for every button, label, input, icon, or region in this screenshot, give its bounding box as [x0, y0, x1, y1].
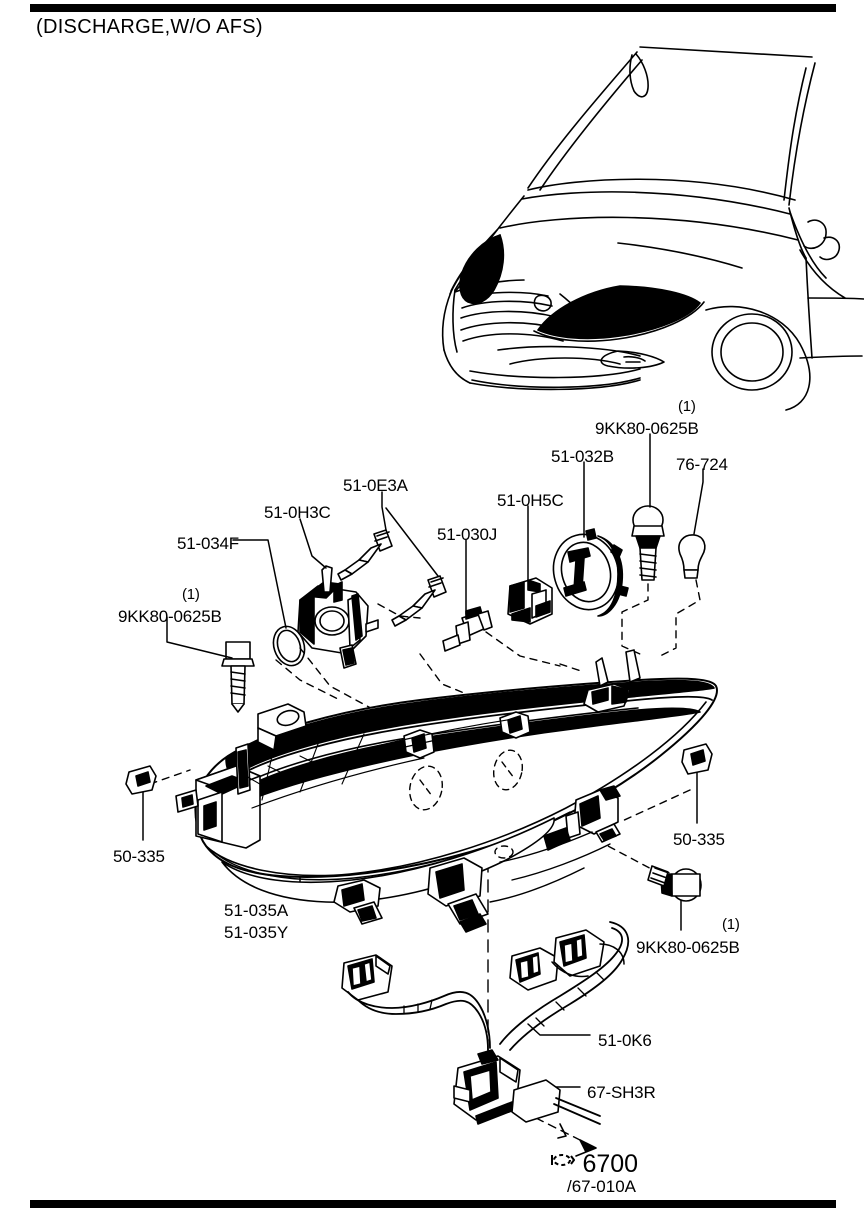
vehicle-outline-icon: [441, 46, 864, 411]
bolt-lower-right-icon: [647, 865, 702, 902]
page-title: (DISCHARGE,W/O AFS): [36, 16, 263, 38]
section-ref-glyph: [551, 1154, 576, 1166]
part-label-50-335-left: 50-335: [113, 847, 165, 866]
halogen-bulb-icon: [442, 606, 493, 652]
part-label-51-0K6: 51-0K6: [598, 1031, 652, 1050]
part-label-9KK80-0625B-top: 9KK80-0625B: [595, 419, 699, 438]
part-label-51-0H3C: 51-0H3C: [264, 503, 331, 522]
headlamp-assembly-icon: [175, 649, 718, 933]
bulb-socket-icon: [507, 577, 553, 625]
section-reference-subnumber: /67-010A: [567, 1177, 636, 1196]
bolt-upper-left-icon: [221, 641, 255, 713]
part-label-9KK80-0625B-left: 9KK80-0625B: [118, 607, 222, 626]
part-label-51-0H5C: 51-0H5C: [497, 491, 564, 510]
mounting-screw-upper-icon: [337, 529, 393, 581]
part-qty-9KK80-0625B-left: (1): [182, 586, 200, 603]
leveling-actuator-icon: [297, 565, 379, 669]
section-reference-number: 6700: [582, 1150, 639, 1178]
mounting-screw-lower-icon: [391, 575, 447, 627]
part-label-9KK80-0625B-right: 9KK80-0625B: [636, 938, 740, 957]
section-reference-icon: [549, 1152, 576, 1173]
part-label-51-035Y: 51-035Y: [224, 923, 289, 942]
wiring-harness-icon: [341, 921, 630, 1125]
part-label-51-035-group: 51-035A 51-035Y: [224, 900, 288, 944]
clip-left-icon: [125, 765, 157, 795]
part-label-51-035A: 51-035A: [224, 901, 289, 920]
top-rule: [30, 4, 836, 12]
bolt-top-right-icon: [631, 505, 665, 581]
bottom-rule: [30, 1200, 836, 1208]
part-label-50-335-right: 50-335: [673, 830, 725, 849]
part-label-76-724: 76-724: [676, 455, 728, 474]
part-label-51-032B: 51-032B: [551, 447, 614, 466]
seal-ring-icon: [272, 625, 306, 667]
grommet-icon: [678, 534, 706, 579]
clip-right-icon: [681, 743, 713, 775]
retaining-ring-icon: [552, 528, 629, 617]
part-qty-9KK80-0625B-right: (1): [722, 916, 740, 933]
part-label-51-030J: 51-030J: [437, 525, 498, 544]
part-label-51-034F: 51-034F: [177, 534, 239, 553]
part-qty-9KK80-0625B-top: (1): [678, 398, 696, 415]
part-label-51-0E3A: 51-0E3A: [343, 476, 408, 495]
section-reference: 6700 /67-010A: [549, 1152, 638, 1196]
part-label-67-SH3R: 67-SH3R: [587, 1083, 656, 1102]
